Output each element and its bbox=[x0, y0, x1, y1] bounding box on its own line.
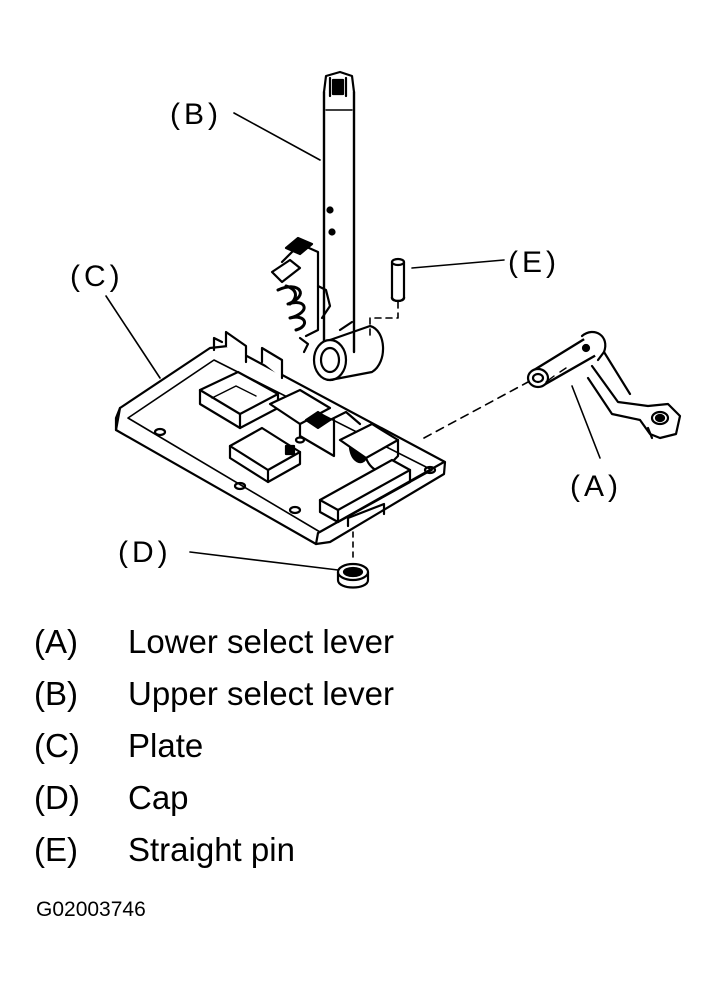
legend-key: (C) bbox=[34, 727, 80, 764]
exploded-assembly-diagram: (B) (E) (C) (A) (D) bbox=[70, 70, 682, 589]
leader-line-c bbox=[105, 295, 161, 379]
legend-text: Cap bbox=[128, 779, 189, 816]
callout-c: (C) bbox=[70, 260, 124, 293]
callout-e: (E) bbox=[508, 246, 560, 279]
plate-part bbox=[114, 330, 447, 546]
legend-key: (E) bbox=[34, 831, 78, 868]
callout-d: (D) bbox=[118, 536, 172, 569]
callout-a: (A) bbox=[570, 470, 622, 503]
leader-line-a bbox=[571, 385, 601, 459]
callout-b: (B) bbox=[170, 98, 222, 131]
alignment-dashed-line bbox=[423, 381, 529, 439]
upper-select-lever-part bbox=[270, 70, 385, 382]
straight-pin-part bbox=[369, 257, 406, 341]
leader-line-d bbox=[189, 551, 339, 571]
leader-line-e bbox=[411, 259, 505, 269]
figure-code: G02003746 bbox=[36, 898, 146, 921]
leader-line-b bbox=[233, 112, 321, 161]
legend-key: (A) bbox=[34, 623, 78, 660]
cap-part bbox=[336, 531, 370, 589]
legend-text: Straight pin bbox=[128, 831, 295, 868]
legend-text: Lower select lever bbox=[128, 623, 394, 660]
legend-text: Plate bbox=[128, 727, 204, 764]
legend-key: (D) bbox=[34, 779, 80, 816]
lower-select-lever-part bbox=[526, 330, 682, 440]
legend-text: Upper select lever bbox=[128, 675, 394, 712]
legend-key: (B) bbox=[34, 675, 78, 712]
